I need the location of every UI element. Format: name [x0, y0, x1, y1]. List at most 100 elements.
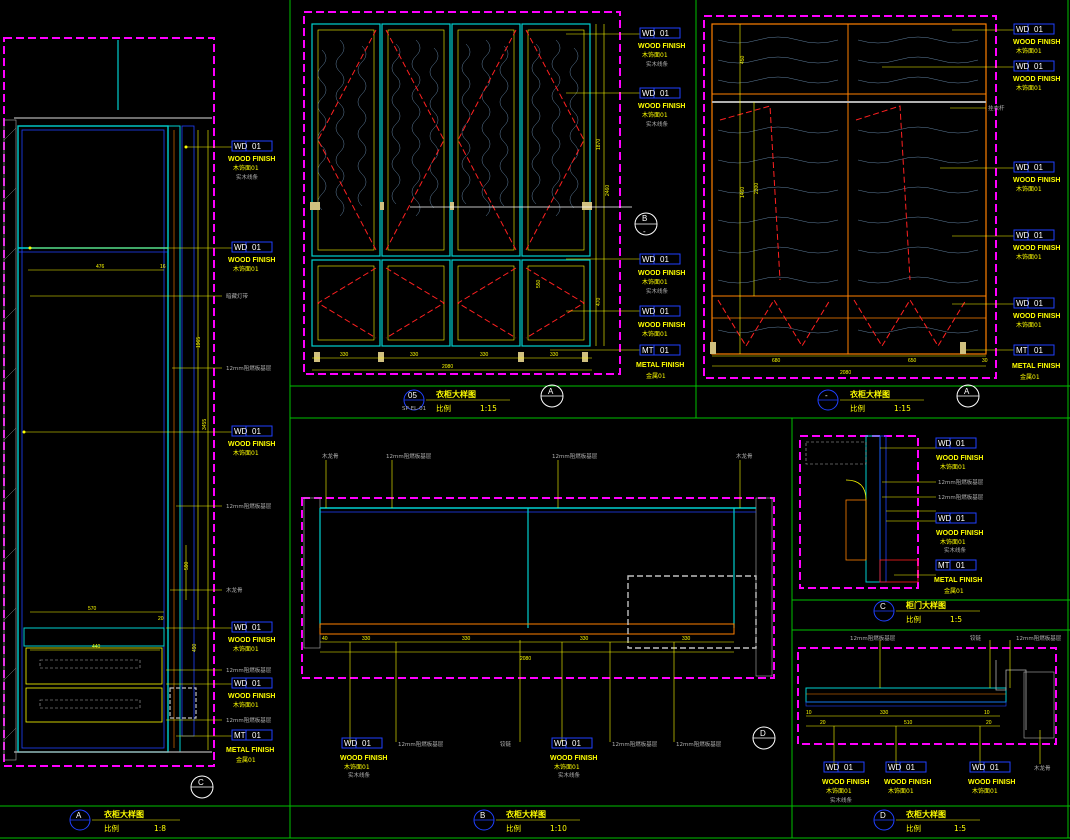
- svg-text:木饰面01: 木饰面01: [554, 763, 580, 771]
- svg-text:木饰面01: 木饰面01: [1016, 253, 1042, 261]
- door-dim-h: 2460: [605, 185, 611, 196]
- svg-text:衣柜大样图: 衣柜大样图: [506, 809, 546, 819]
- svg-text:01: 01: [252, 427, 261, 436]
- svg-text:WOOD FINISH: WOOD FINISH: [638, 103, 685, 110]
- svg-text:WOOD FINISH: WOOD FINISH: [638, 270, 685, 277]
- svg-text:01: 01: [660, 346, 669, 355]
- svg-text:1:15: 1:15: [894, 404, 911, 413]
- svg-text:金属01: 金属01: [1020, 373, 1040, 381]
- svg-text:WD: WD: [1016, 231, 1030, 240]
- note-hinge-b: 铰链: [500, 740, 512, 748]
- d-dim-1: 330: [880, 710, 889, 716]
- svg-text:木饰面01: 木饰面01: [826, 787, 852, 795]
- svg-text:WD: WD: [642, 255, 656, 264]
- svg-text:WD: WD: [554, 739, 568, 748]
- title-view-e: 05 SP-EL-01 衣柜大样图 比例 1:15: [402, 389, 510, 413]
- svg-text:01: 01: [362, 739, 371, 748]
- bubble-a-elevation: A: [540, 384, 564, 408]
- svg-text:01: 01: [660, 29, 669, 38]
- view-b-plan: 2080 40 330 330 330 330: [301, 460, 775, 742]
- svg-text:01: 01: [956, 439, 965, 448]
- svg-text:01: 01: [572, 739, 581, 748]
- svg-text:WD: WD: [234, 623, 248, 632]
- svg-text:实木线条: 实木线条: [558, 771, 581, 779]
- view-a-dim-4: 1965: [196, 337, 202, 348]
- svg-text:WD: WD: [1016, 25, 1030, 34]
- svg-text:WOOD FINISH: WOOD FINISH: [1013, 177, 1060, 184]
- svg-text:WOOD FINISH: WOOD FINISH: [228, 637, 275, 644]
- svg-text:C: C: [880, 602, 886, 611]
- svg-text:衣柜大样图: 衣柜大样图: [436, 389, 476, 399]
- svg-text:MT: MT: [234, 731, 246, 740]
- svg-text:WOOD FINISH: WOOD FINISH: [228, 257, 275, 264]
- svg-text:01: 01: [252, 142, 261, 151]
- note-12mm-a4: 12mm阻燃板基层: [226, 716, 272, 724]
- bubble-b-elevation: B -: [634, 212, 658, 236]
- svg-text:01: 01: [252, 243, 261, 252]
- note-12mm-d1: 12mm阻燃板基层: [850, 634, 896, 642]
- svg-text:WD: WD: [642, 89, 656, 98]
- svg-text:B: B: [480, 811, 485, 820]
- door-dim-h2: 1870: [596, 139, 602, 150]
- svg-text:衣柜大样图: 衣柜大样图: [850, 389, 890, 399]
- svg-text:衣柜大样图: 衣柜大样图: [906, 809, 946, 819]
- svg-text:01: 01: [956, 561, 965, 570]
- int-dim-4: 680: [772, 358, 781, 364]
- svg-text:A: A: [964, 387, 970, 396]
- svg-text:WOOD FINISH: WOOD FINISH: [1013, 39, 1060, 46]
- svg-text:A: A: [76, 811, 82, 820]
- svg-text:A: A: [548, 387, 554, 396]
- svg-text:比例: 比例: [436, 403, 451, 413]
- svg-text:01: 01: [1034, 163, 1043, 172]
- svg-text:MT: MT: [642, 346, 654, 355]
- note-12mm-c1: 12mm阻燃板基层: [938, 478, 984, 486]
- svg-text:B: B: [642, 214, 647, 223]
- note-12mm-c2: 12mm阻燃板基层: [938, 493, 984, 501]
- svg-text:WOOD FINISH: WOOD FINISH: [936, 455, 983, 462]
- svg-text:实木线条: 实木线条: [646, 120, 669, 128]
- svg-text:WD: WD: [972, 763, 986, 772]
- svg-text:01: 01: [660, 307, 669, 316]
- door-dim-1: 330: [340, 352, 349, 358]
- svg-text:05: 05: [408, 391, 417, 400]
- svg-text:01: 01: [906, 763, 915, 772]
- note-12mm-d2: 12mm阻燃板基层: [1016, 634, 1062, 642]
- door-dim-2: 330: [410, 352, 419, 358]
- svg-text:-: -: [825, 391, 828, 400]
- plan-dim-total: 2080: [520, 656, 531, 662]
- svg-text:WD: WD: [938, 514, 952, 523]
- svg-text:1:10: 1:10: [550, 824, 567, 833]
- svg-text:WOOD FINISH: WOOD FINISH: [228, 693, 275, 700]
- svg-text:比例: 比例: [906, 823, 921, 833]
- svg-text:金属01: 金属01: [236, 756, 256, 764]
- svg-text:木饰面01: 木饰面01: [233, 701, 259, 709]
- view-door-elevation: 2080 330 330 330 330 2460 1870 550 470: [303, 11, 640, 375]
- svg-text:WD: WD: [1016, 299, 1030, 308]
- note-keel-b1: 木龙骨: [322, 452, 339, 460]
- svg-text:WOOD FINISH: WOOD FINISH: [884, 779, 931, 786]
- svg-text:MT: MT: [938, 561, 950, 570]
- d-dim-4: 20: [820, 720, 826, 726]
- d-dim-5: 10: [984, 710, 990, 716]
- title-view-a: A 衣柜大样图 比例 1:8: [69, 809, 180, 833]
- svg-text:01: 01: [956, 514, 965, 523]
- svg-text:WOOD FINISH: WOOD FINISH: [228, 441, 275, 448]
- title-view-d: D 衣柜大样图 比例 1:5: [873, 809, 980, 833]
- svg-text:1:15: 1:15: [480, 404, 497, 413]
- door-dim-total: 2080: [442, 364, 453, 370]
- door-dim-h3: 550: [536, 279, 542, 288]
- d-dim-2: 510: [904, 720, 913, 726]
- view-d-detail: 330 510 10 20 10 20: [797, 640, 1057, 764]
- svg-text:D: D: [880, 811, 886, 820]
- note-12mm-b4: 12mm阻燃板基层: [612, 740, 658, 748]
- svg-text:实木线条: 实木线条: [236, 173, 259, 181]
- svg-text:01: 01: [252, 679, 261, 688]
- svg-text:WD: WD: [234, 142, 248, 151]
- door-dim-h4: 470: [596, 297, 602, 306]
